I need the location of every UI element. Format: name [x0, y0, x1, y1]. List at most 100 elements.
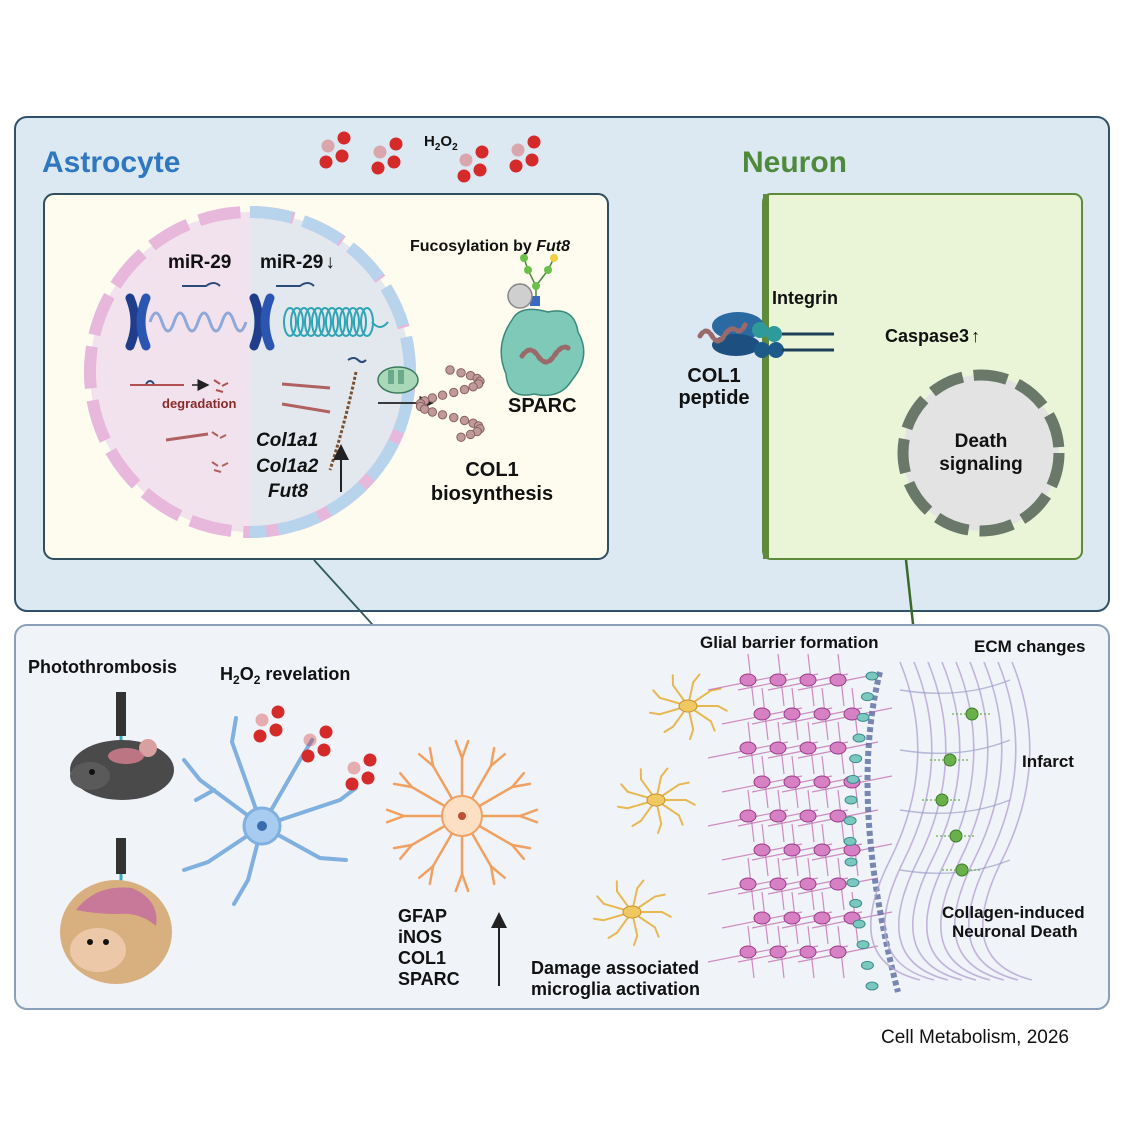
mirna-icon-right: [276, 282, 315, 287]
h2o2-droplet: [347, 761, 361, 775]
neuron-cell-nucleus: [257, 821, 267, 831]
col1-peptide-icon: [697, 319, 749, 344]
glial-cell-body: [783, 911, 801, 925]
ecm-infarct-illustration: [870, 661, 1033, 981]
glial-cell-body: [753, 843, 771, 857]
h2o2-droplet: [527, 135, 541, 149]
microglia-cell: [616, 767, 696, 835]
dna-coil-loop: [346, 307, 360, 337]
h2o2-droplets-top: [319, 131, 541, 183]
citation: Cell Metabolism, 2026: [881, 1027, 1069, 1048]
bottom-panel: [14, 624, 1110, 1010]
glial-cell-body: [799, 673, 817, 687]
barrier-cell: [849, 898, 863, 908]
microglia-branch: [689, 728, 695, 741]
collagen-bead: [459, 384, 470, 395]
glial-cell-body: [843, 843, 861, 857]
astrocyte-branch: [510, 782, 532, 789]
astrocyte-branch: [489, 746, 496, 768]
ecm-fibre: [954, 661, 1005, 981]
barrier-cell: [846, 878, 860, 888]
monkey-illustration: [60, 838, 172, 984]
barrier-cell: [843, 816, 857, 826]
dna-coil-loop: [304, 307, 318, 337]
glial-cell-body: [769, 673, 787, 687]
astrocyte-branch: [489, 864, 496, 886]
marker-gfap: GFAP: [398, 906, 447, 926]
ecm-fibre-cross: [899, 679, 1011, 695]
glial-cell-body: [783, 707, 801, 721]
glial-cell-body: [813, 775, 831, 789]
glial-cell-body: [829, 809, 847, 823]
death-signaling-nucleus: [897, 369, 1065, 537]
gene-col1a2: Col1a2: [256, 456, 319, 477]
astrocyte-branch: [385, 814, 406, 824]
astrocyte-process: [410, 824, 446, 847]
h2o2-droplet: [511, 143, 525, 157]
astrocyte-branch: [518, 814, 539, 824]
h2o2-droplet: [269, 723, 283, 737]
ecm-fibre: [870, 661, 921, 981]
dna-coil-loop: [353, 307, 367, 337]
collagen-bead: [427, 407, 438, 417]
astrocyte-process: [470, 764, 493, 800]
death-signaling-line2: signaling: [939, 454, 1022, 475]
barrier-cell: [860, 692, 874, 702]
h2o2-droplet: [335, 149, 349, 163]
h2o2-droplet: [361, 771, 375, 785]
astrocyte-branch: [460, 739, 470, 760]
h2o2-droplet: [509, 159, 523, 173]
degradation-label: degradation: [162, 396, 236, 411]
neuron-cell-illustration: [182, 716, 358, 906]
astrocyte-branch: [454, 739, 464, 760]
microglia-branch: [631, 819, 642, 827]
glial-cell-body: [769, 809, 787, 823]
col1-biosynthesis-line1: COL1: [465, 459, 518, 481]
h2o2-droplet: [253, 729, 267, 743]
collagen-bead: [437, 410, 448, 420]
gene-col1a1: Col1a1: [256, 430, 318, 451]
chromosome-icon-right: [249, 293, 275, 351]
collagen-bead: [437, 390, 448, 400]
glial-cell-body: [799, 809, 817, 823]
astrocyte-process: [410, 785, 446, 808]
microglia-branch: [620, 783, 629, 793]
h2o2-label-top: H2O2: [424, 133, 458, 153]
glial-cell-body: [799, 945, 817, 959]
ecm-fibre-cross: [899, 799, 1011, 815]
h2o2-droplet: [319, 725, 333, 739]
microglia-branch: [616, 805, 629, 810]
h2o2-droplet: [473, 163, 487, 177]
marker-sparc: SPARC: [398, 969, 460, 989]
fut8-enzyme-icon: [507, 283, 533, 309]
h2o2-droplet: [271, 705, 285, 719]
glial-cell-body: [813, 911, 831, 925]
h2o2-droplets-bottom: [253, 705, 377, 791]
h2o2-droplet: [319, 155, 333, 169]
sparc-protein-icon: [500, 308, 585, 397]
glial-cell-body: [739, 945, 757, 959]
barrier-edge: [864, 671, 901, 993]
neuronal-death-label-line2: Neuronal Death: [952, 922, 1078, 941]
collagen-bead: [456, 432, 466, 442]
collagen-bead: [468, 382, 478, 392]
dna-coil-loop: [339, 307, 353, 337]
microglia-branch: [677, 781, 690, 786]
mirna-fragment: [347, 357, 367, 363]
microglia-branch: [653, 893, 666, 898]
glial-cell-body: [753, 775, 771, 789]
microglia-branch: [709, 687, 722, 692]
astrocyte-branch: [398, 771, 414, 789]
dna-coil-loop: [290, 307, 304, 337]
microglia-label-line2: microglia activation: [531, 979, 700, 999]
h2o2-revelation-label: H2O2 revelation: [220, 664, 350, 687]
mrna-degradation-icon: [130, 379, 229, 393]
h2o2-droplet: [255, 713, 269, 727]
fucosylation-label: Fucosylation by Fut8: [410, 238, 570, 255]
neuron-membrane: [763, 194, 769, 559]
mirna-icon-left: [182, 282, 221, 287]
h2o2-droplet: [345, 777, 359, 791]
h2o2-droplet: [387, 155, 401, 169]
collagen-bead: [419, 404, 430, 414]
microglia-branch: [596, 895, 605, 905]
